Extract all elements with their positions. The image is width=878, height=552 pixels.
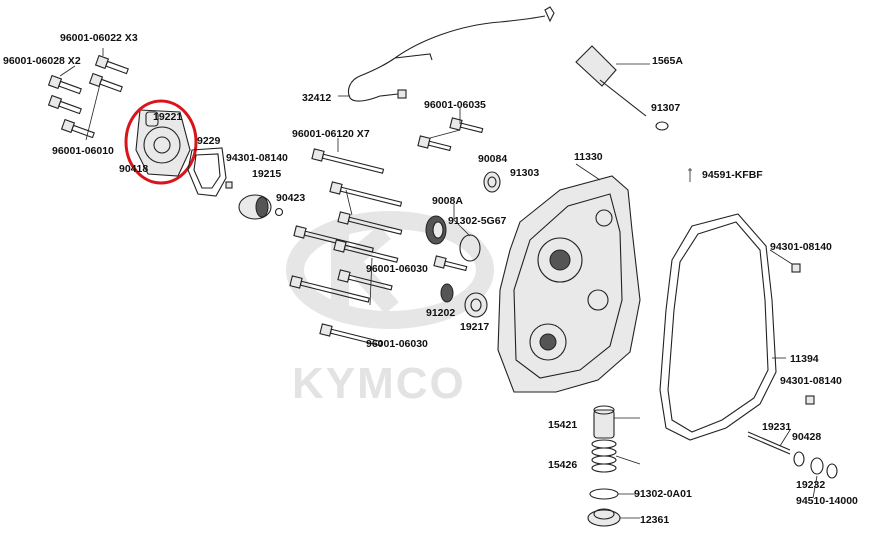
label-96001-06010: 96001-06010	[52, 145, 114, 157]
pin-94301-08140-c	[805, 395, 815, 405]
label-19217: 19217	[460, 321, 489, 333]
pump-shaft-19231	[747, 431, 791, 455]
label-94301-08140-b: 94301-08140	[770, 241, 832, 253]
label-15421: 15421	[548, 419, 577, 431]
part-labels: 96001-06022 X3 96001-06028 X2 96001-0601…	[3, 32, 858, 526]
dipstick-1565A	[575, 45, 669, 131]
crankcase-cover-11330	[497, 175, 641, 393]
label-91307: 91307	[651, 102, 680, 114]
bearing-19217	[464, 292, 488, 318]
label-11330: 11330	[574, 151, 603, 163]
label-9008A: 9008A	[432, 195, 463, 207]
circlip-94510-14000	[826, 463, 838, 479]
gasket-11394	[659, 213, 777, 441]
label-91303: 91303	[510, 167, 539, 179]
label-94591-KFBF: 94591-KFBF	[702, 169, 763, 181]
label-94510-14000: 94510-14000	[796, 495, 858, 507]
label-9229: 9229	[197, 135, 221, 147]
label-90423: 90423	[276, 192, 305, 204]
wire-harness-32412	[347, 6, 555, 102]
label-96001-06028: 96001-06028 X2	[3, 55, 81, 67]
label-96001-06030-b: 96001-06030	[366, 338, 428, 350]
clip-94591-KFBF	[688, 168, 692, 182]
label-19232: 19232	[796, 479, 825, 491]
label-96001-06030-a: 96001-06030	[366, 263, 428, 275]
label-96001-06022: 96001-06022 X3	[60, 32, 138, 44]
label-11394: 11394	[790, 353, 819, 365]
spring-15426	[591, 439, 617, 473]
label-90418: 90418	[119, 163, 148, 175]
kymco-watermark: KYMCO	[286, 211, 494, 408]
bolt-group-upper-left	[47, 48, 129, 141]
impeller-19215	[238, 194, 272, 220]
bolt-96001-06030	[433, 255, 468, 272]
bolts-96001-06035	[417, 117, 484, 152]
label-91202: 91202	[426, 307, 455, 319]
water-pump-cover-19221	[135, 109, 191, 177]
label-12361: 12361	[640, 514, 669, 526]
washer-19232	[810, 457, 824, 475]
seal-90428	[793, 451, 805, 467]
label-96001-06035: 96001-06035	[424, 99, 486, 111]
thermostat-15421	[593, 405, 615, 439]
o-ring-91302-5G67	[459, 234, 481, 262]
o-ring-91302-0A01	[589, 488, 619, 500]
highlight-circle	[124, 99, 198, 185]
label-19231: 19231	[762, 421, 791, 433]
pin-94301-08140-b	[791, 263, 801, 273]
cap-12361	[587, 508, 621, 527]
long-bolts-96001-06120	[289, 138, 403, 347]
seal-91202	[440, 283, 454, 303]
label-19215: 19215	[252, 168, 281, 180]
gasket-9229	[187, 147, 227, 197]
label-90084: 90084	[478, 153, 507, 165]
label-96001-06120: 96001-06120 X7	[292, 128, 370, 140]
label-91302-0A01: 91302-0A01	[634, 488, 692, 500]
washer-90423	[274, 207, 284, 217]
label-32412: 32412	[302, 92, 331, 104]
oil-seal-90084	[483, 171, 501, 193]
label-94301-08140-a: 94301-08140	[226, 152, 288, 164]
watermark-text: KYMCO	[292, 359, 466, 408]
label-90428: 90428	[792, 431, 821, 443]
label-1565A: 1565A	[652, 55, 683, 67]
pin-94301-08140-a	[225, 181, 233, 189]
label-91302-5G67: 91302-5G67	[448, 215, 507, 227]
label-94301-08140-c: 94301-08140	[780, 375, 842, 387]
seal-9008A	[425, 215, 447, 245]
leader-lines	[338, 63, 818, 519]
label-15426: 15426	[548, 459, 577, 471]
label-19221: 19221	[153, 111, 182, 123]
